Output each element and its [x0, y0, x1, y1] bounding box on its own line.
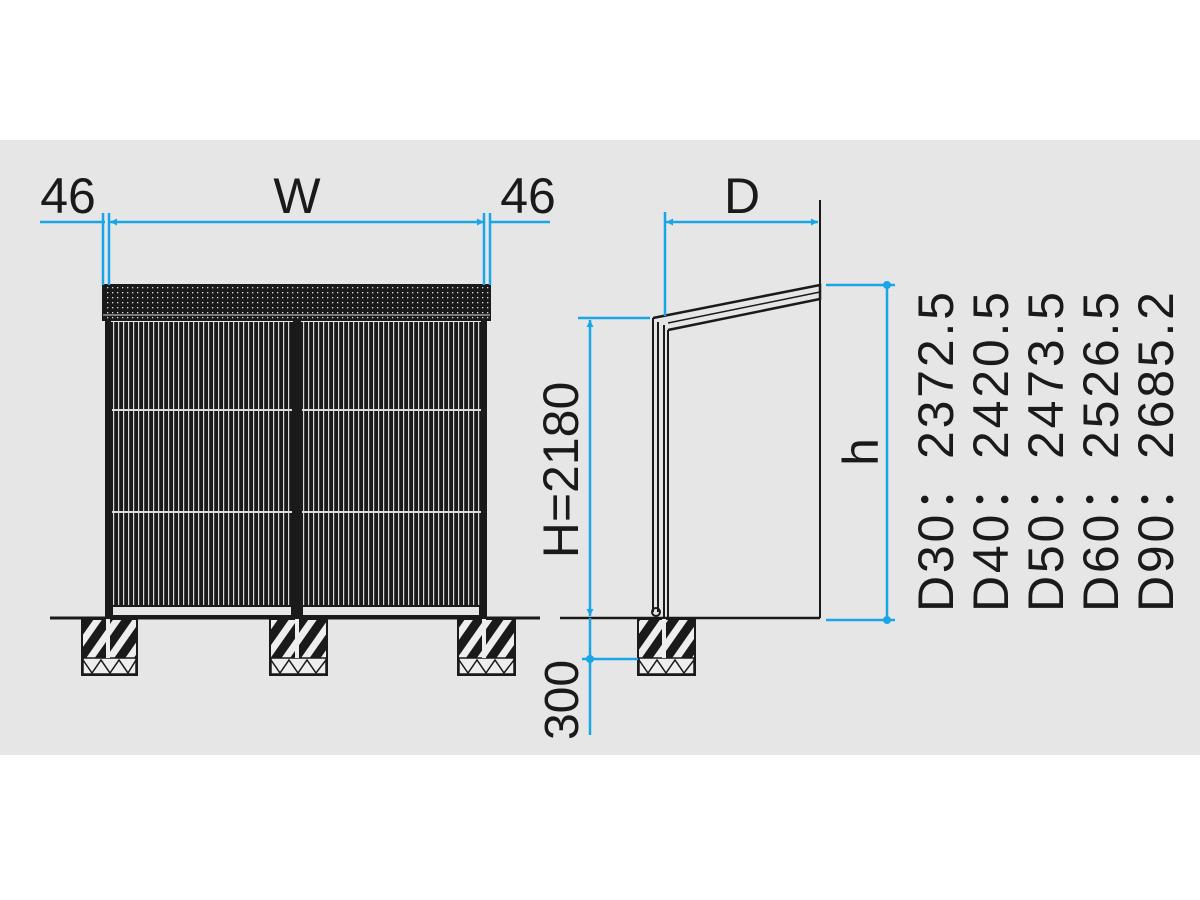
- height-row-d60: D60：2526.5: [1073, 292, 1129, 612]
- footings: [81, 618, 516, 676]
- width-label: W: [273, 168, 321, 224]
- height-row-d90: D90：2685.2: [1128, 292, 1184, 612]
- fence-panel-right: [300, 322, 484, 606]
- height-row-d50: D50：2473.5: [1018, 292, 1074, 612]
- roof-fascia: [102, 284, 491, 321]
- total-height-label: h: [833, 438, 889, 466]
- height-row-d40: D40：2420.5: [963, 292, 1019, 612]
- foundation-label: 300: [536, 660, 589, 740]
- post-left: [105, 320, 111, 618]
- height-row-d30: D30：2372.5: [908, 292, 964, 612]
- post: [652, 318, 669, 618]
- post-right: [481, 320, 487, 618]
- height-table: D30：2372.5 D40：2420.5 D50：2473.5 D60：252…: [908, 292, 1184, 612]
- dimension-lines: [578, 212, 895, 735]
- post-middle: [293, 320, 301, 618]
- side-view: D H=2180 300 h: [533, 168, 895, 740]
- depth-label: D: [724, 168, 760, 224]
- left-offset-label: 46: [40, 168, 96, 224]
- width-dimension: [40, 213, 550, 285]
- fence-panel-left: [108, 322, 294, 606]
- right-offset-label: 46: [500, 168, 556, 224]
- roof-beam: [652, 283, 822, 332]
- front-view: 46 W 46: [40, 168, 556, 676]
- height-label: H=2180: [533, 382, 589, 559]
